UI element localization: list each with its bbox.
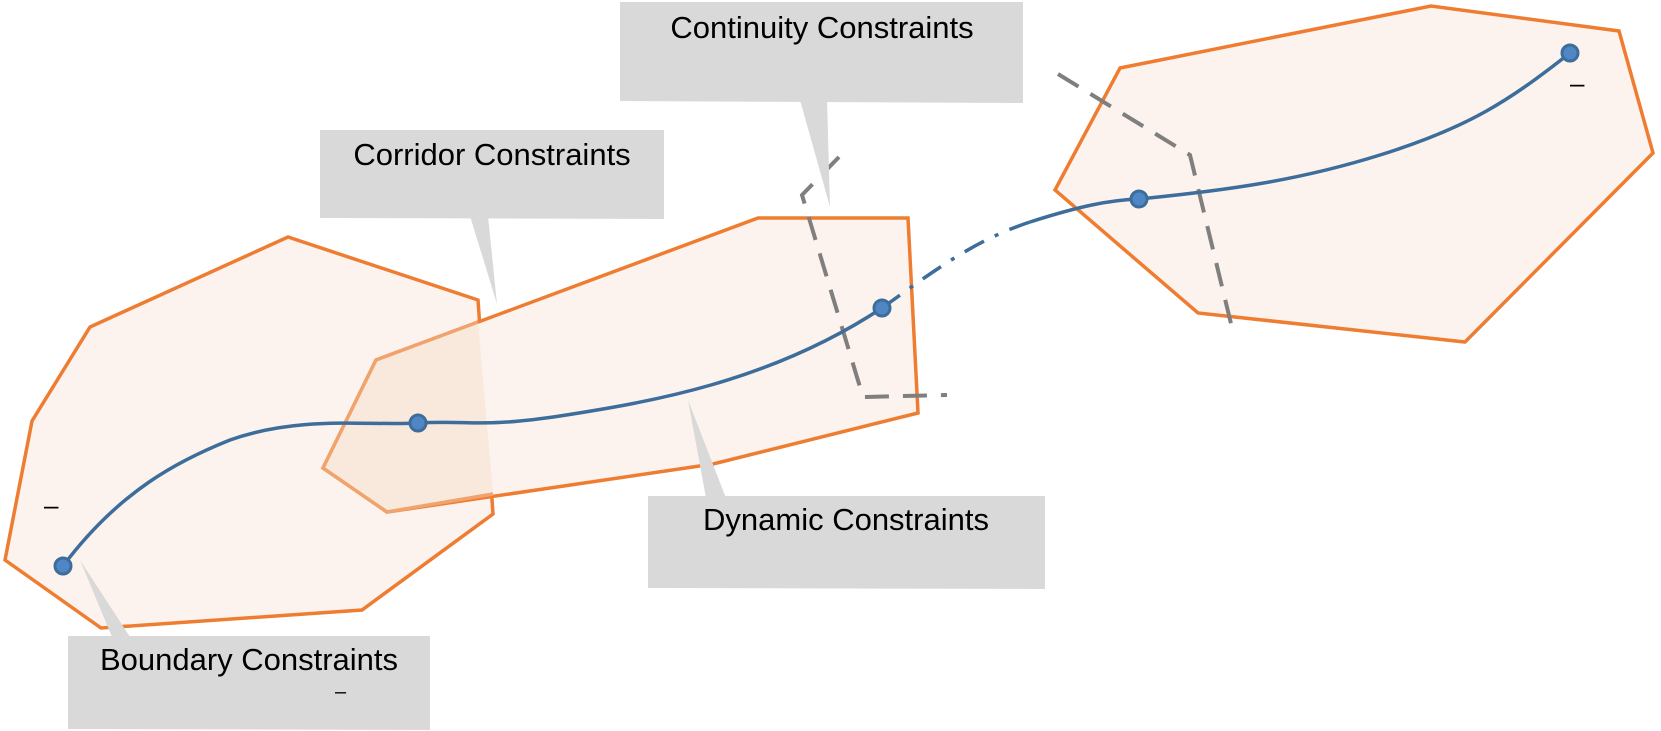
trajectory-curve-right [1029,51,1572,224]
waypoint-start [53,556,73,576]
region-overlap [323,322,493,512]
end-mark: – [1570,68,1585,98]
continuity-dashed-boundary [799,155,948,400]
callout-boundary: Boundary Constraints – [68,560,430,730]
waypoint-4 [1129,189,1149,209]
callout-corridor: Corridor Constraints [320,130,664,304]
trajectory-gap [880,220,1031,310]
dynamic-label: Dynamic Constraints [703,502,989,537]
continuity-label: Continuity Constraints [670,10,973,45]
boundary-label: Boundary Constraints [100,642,398,677]
corridor-label: Corridor Constraints [353,137,630,172]
callout-continuity: Continuity Constraints [620,2,1023,207]
start-mark: – [44,490,59,520]
waypoint-3 [872,298,892,318]
right-region [1052,4,1655,344]
callout-dynamic: Dynamic Constraints [648,400,1045,589]
waypoint-end [1560,43,1580,63]
overlap-edge [320,320,494,514]
right-dashed-boundary [1056,72,1236,337]
waypoint-2 [408,413,428,433]
boundary-mark: – [335,681,347,703]
